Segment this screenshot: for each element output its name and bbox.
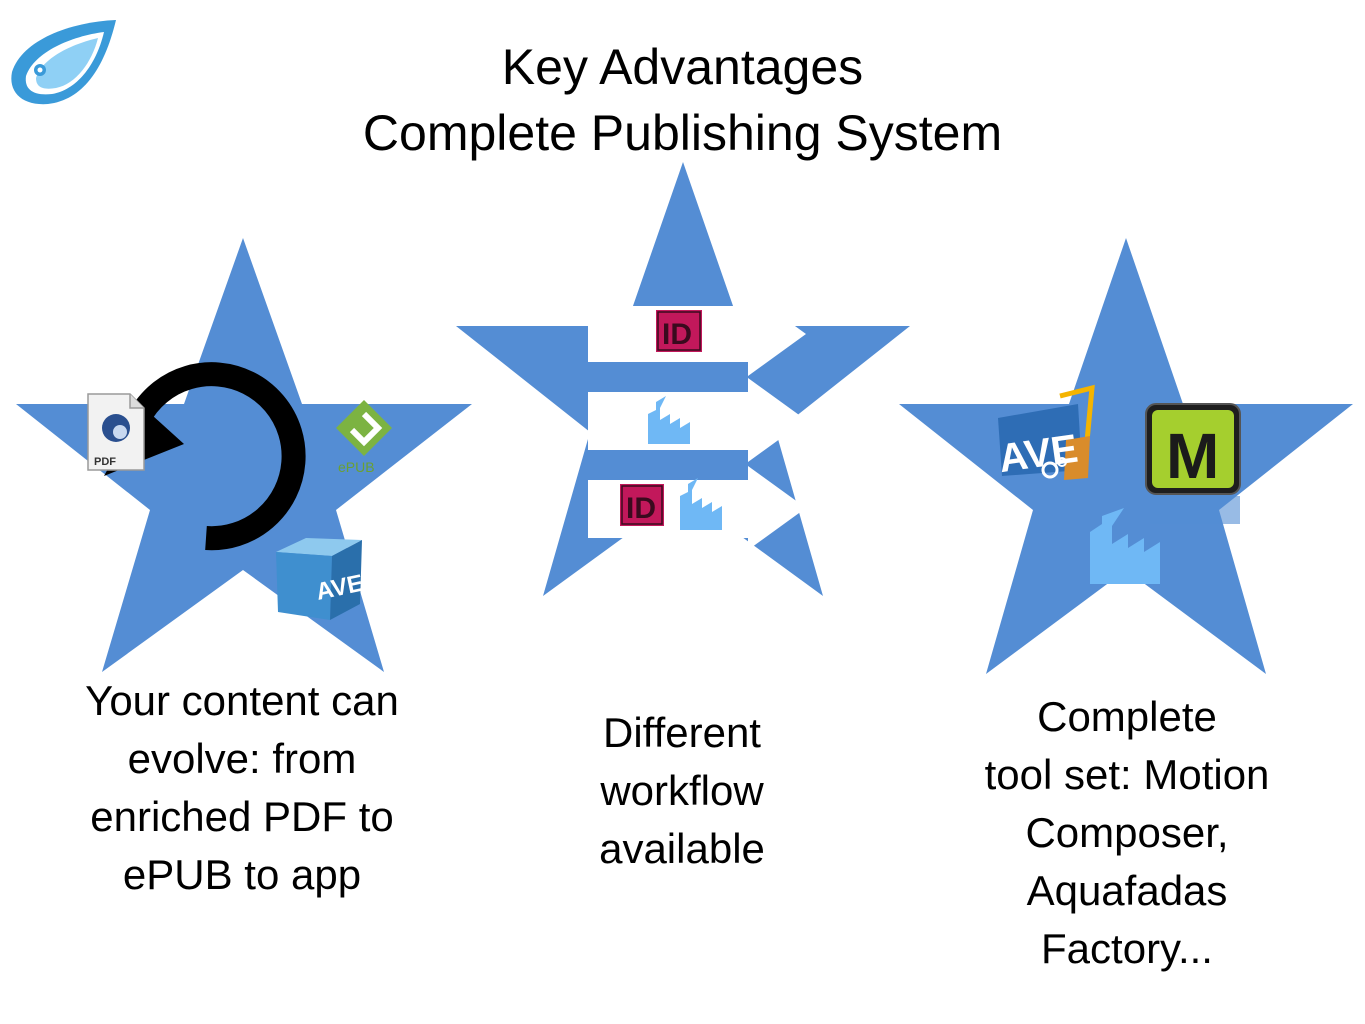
- factory-icon: [680, 478, 722, 530]
- caption-line: Your content can: [85, 677, 399, 724]
- epub-icon-label: ePUB: [338, 459, 375, 475]
- ave-tool-icon: AVE: [996, 384, 1095, 482]
- caption-middle: Different workflow available: [522, 704, 842, 878]
- ave-tool-label: AVE: [996, 427, 1081, 482]
- ave-app-icon: AVE: [276, 538, 366, 620]
- caption-line: Factory...: [1041, 925, 1213, 972]
- page-title-line-2: Complete Publishing System: [362, 105, 1003, 161]
- indesign-icon-label: ID: [662, 318, 692, 351]
- pdf-icon-label: PDF: [94, 456, 116, 468]
- aquafadas-logo-icon: [11, 20, 116, 105]
- motion-composer-label: M: [1166, 420, 1219, 492]
- workflow-arrow-2: [588, 378, 806, 462]
- star-middle: [456, 162, 910, 596]
- page-title-line-1: Key Advantages: [501, 39, 864, 95]
- motion-composer-icon: M: [1145, 403, 1241, 524]
- aquafadas-factory-icon: [1090, 508, 1160, 584]
- caption-line: evolve: from: [127, 735, 357, 782]
- caption-line: Complete: [1037, 693, 1217, 740]
- star-right: [899, 238, 1353, 674]
- indesign-icon: ID: [656, 310, 702, 352]
- caption-right: Complete tool set: Motion Composer, Aqua…: [942, 688, 1312, 978]
- caption-line: ePUB to app: [122, 851, 362, 898]
- caption-line: available: [599, 825, 765, 872]
- star-left: [16, 238, 472, 672]
- caption-line: enriched PDF to: [90, 793, 394, 840]
- caption-line: tool set: Motion: [984, 751, 1270, 798]
- indesign-icon-label: ID: [626, 492, 656, 525]
- caption-line: Composer,: [1025, 809, 1229, 856]
- caption-left: Your content can evolve: from enriched P…: [22, 672, 462, 904]
- factory-icon: [648, 396, 690, 444]
- caption-line: workflow: [600, 767, 764, 814]
- caption-line: Aquafadas: [1026, 867, 1228, 914]
- caption-line: Different: [603, 709, 761, 756]
- indesign-icon: ID: [620, 484, 664, 526]
- pdf-file-icon: PDF: [87, 393, 145, 471]
- epub-icon: ePUB: [336, 400, 392, 475]
